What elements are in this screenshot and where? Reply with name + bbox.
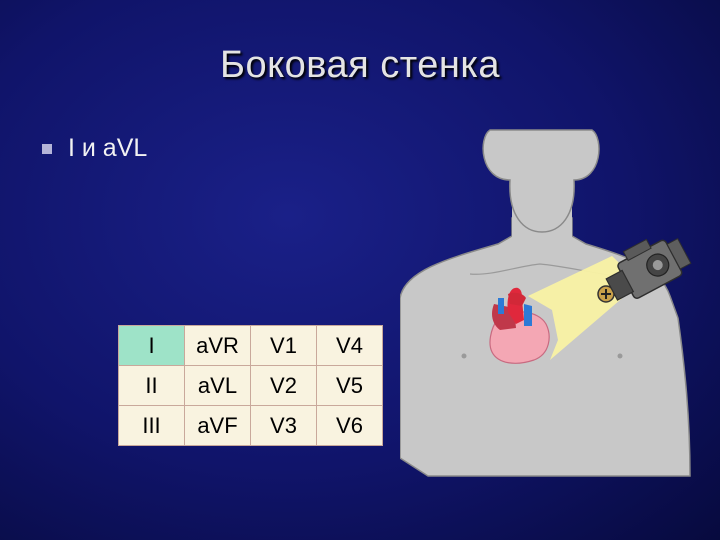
lead-cell: aVR [184, 325, 251, 366]
lead-cell: I [118, 325, 185, 366]
lead-cell: V3 [250, 405, 317, 446]
lead-cell: V5 [316, 365, 383, 406]
bullet-text: I и aVL [68, 134, 148, 162]
torso-figure [400, 129, 692, 477]
lead-cell: aVL [184, 365, 251, 406]
lead-cell: aVF [184, 405, 251, 446]
slide-title: Боковая стенка [220, 44, 500, 86]
lead-cell: V6 [316, 405, 383, 446]
lead-cell: V4 [316, 325, 383, 366]
heart-icon [489, 287, 550, 364]
camera-icon [605, 237, 692, 301]
lead-cell: V2 [250, 365, 317, 406]
bullet-square-icon [42, 143, 52, 154]
lead-cell: II [118, 365, 185, 406]
lead-cell: III [118, 405, 185, 446]
nipple-right [461, 353, 467, 359]
nipple-left [617, 353, 623, 359]
head [482, 129, 600, 233]
bullet-item: I и aVL [42, 134, 147, 163]
lead-cell: V1 [250, 325, 317, 366]
